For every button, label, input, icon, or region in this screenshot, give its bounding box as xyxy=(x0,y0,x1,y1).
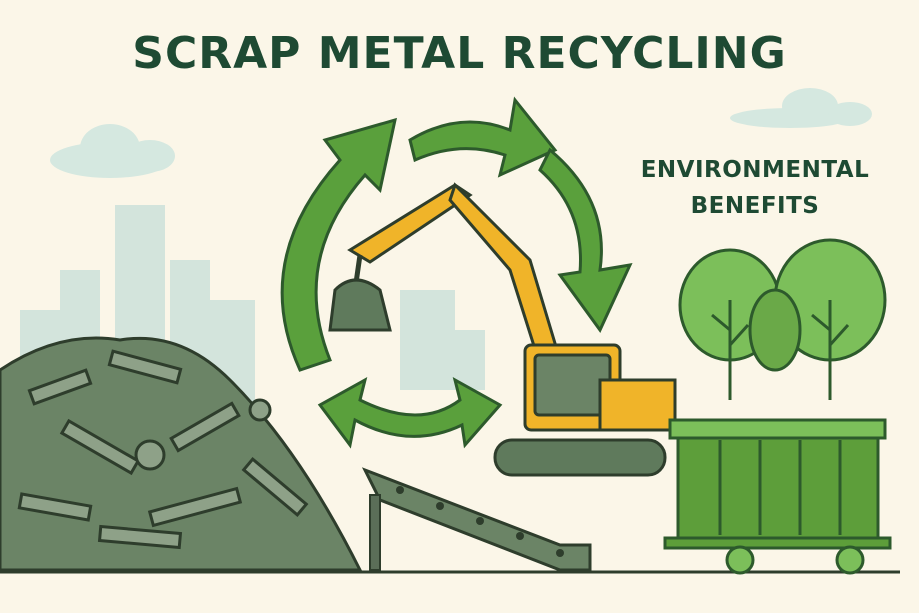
dumpster-container xyxy=(663,418,892,575)
excavator-tracks xyxy=(493,438,667,477)
page-title: SCRAP METAL RECYCLING xyxy=(132,28,787,79)
recycling-arrows xyxy=(280,96,633,449)
arrow-left-icon xyxy=(280,117,397,372)
cloud-left xyxy=(50,124,175,178)
arrow-bottom-icon xyxy=(317,377,503,449)
grapple-claw xyxy=(328,278,392,332)
arrow-right-icon xyxy=(538,147,633,333)
environmental-benefits-label: ENVIRONMENTAL BENEFITS xyxy=(600,152,910,224)
benefits-line-1: ENVIRONMENTAL xyxy=(640,157,870,183)
cloud-right xyxy=(730,88,872,128)
trees xyxy=(678,238,887,400)
excavator xyxy=(328,182,677,477)
benefits-line-2: BENEFITS xyxy=(690,193,820,219)
conveyor-belt xyxy=(0,467,900,574)
arrow-top-icon xyxy=(408,96,558,178)
scrap-pile xyxy=(0,336,363,572)
